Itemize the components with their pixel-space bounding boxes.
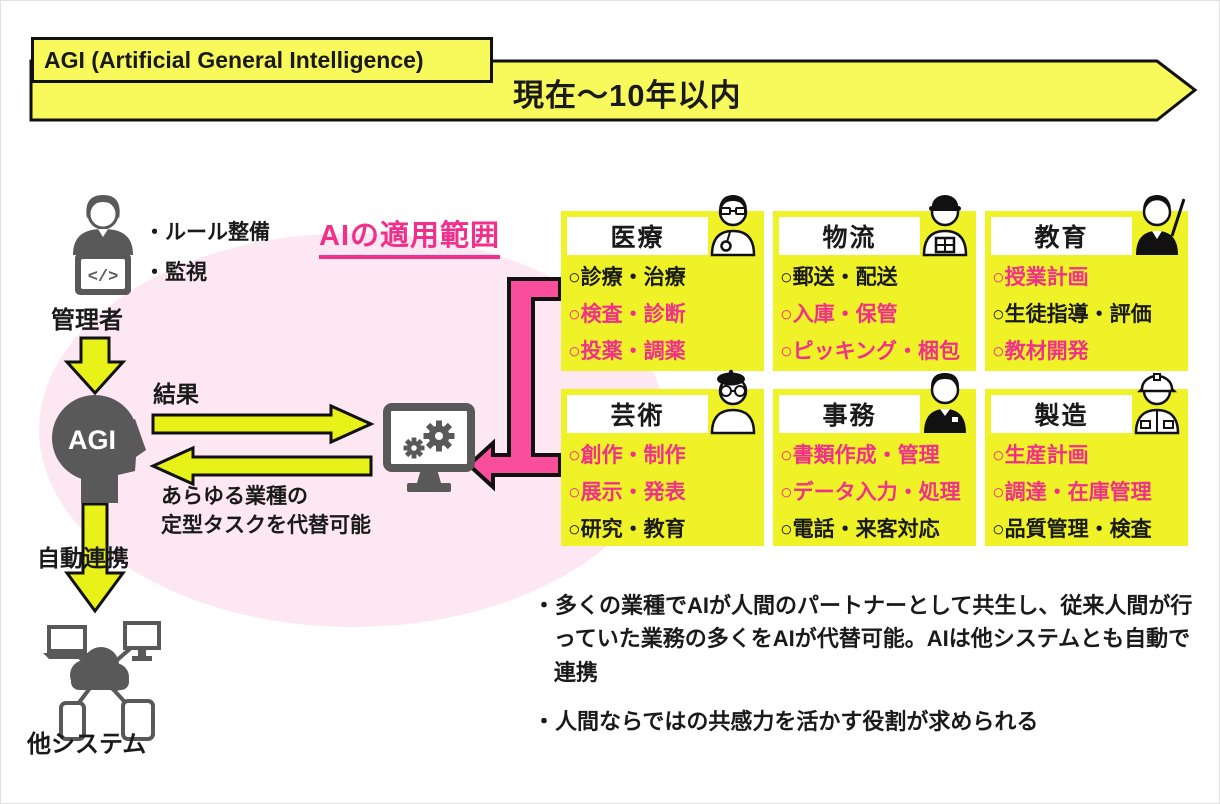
sector-item: ○研究・教育 <box>568 518 686 541</box>
sector-item: ○入庫・保管 <box>780 303 898 326</box>
sector-title: 物流 <box>822 224 877 252</box>
gear-icon <box>423 420 455 452</box>
sector-title: 事務 <box>822 402 877 430</box>
flow-caption: あらゆる業種の 定型タスクを代替可能 <box>161 485 371 537</box>
agi-title-label: AGI (Artificial General Intelligence) <box>44 46 424 73</box>
other-systems-label: 他システム <box>27 731 147 758</box>
gear-small-icon <box>403 437 425 459</box>
admin-laptop-icon: </> <box>73 195 133 295</box>
sector-header: 物流 <box>779 217 920 255</box>
agi-head-icon: AGI <box>52 395 146 503</box>
sector-item: ○電話・来客対応 <box>780 518 940 541</box>
down-arrow-icon <box>64 503 126 614</box>
admin-label: 管理者 <box>51 307 123 334</box>
sector-box-office: 事務 ○書類作成・管理 ○データ入力・処理 ○電話・来客対応 <box>773 373 976 548</box>
sector-title: 芸術 <box>610 402 665 430</box>
sector-header: 医療 <box>567 217 708 255</box>
sector-title: 製造 <box>1034 402 1089 430</box>
summary-note-1: ・多くの業種でAIが人間のパートナーとして共生し、従来人間が行っていた業務の多く… <box>533 593 1193 685</box>
admin-note-monitor: ・監視 <box>144 261 207 284</box>
sector-item: ○生産計画 <box>992 444 1089 467</box>
doctor-icon <box>710 195 756 257</box>
sector-items: ○郵送・配送 ○入庫・保管 ○ピッキング・梱包 <box>780 259 974 370</box>
sector-header: 教育 <box>991 217 1132 255</box>
agi-head-text: AGI <box>68 425 116 455</box>
timeline-banner-label: 現在～10年以内 <box>513 78 742 113</box>
sector-box-art: 芸術 ○創作・制作 ○展示・発表 ○研究・教育 <box>561 369 764 548</box>
sector-item: ○診療・治療 <box>568 266 686 289</box>
down-arrow-icon <box>63 336 127 396</box>
sector-box-education: 教育 ○授業計画 ○生徒指導・評価 ○教材開発 <box>985 195 1188 371</box>
summary-notes: ・多くの業種でAIが人間のパートナーとして共生し、従来人間が行っていた業務の多く… <box>533 589 1197 755</box>
pink-bracket-arrow-icon <box>467 277 562 492</box>
sector-header: 製造 <box>991 395 1132 433</box>
teacher-icon <box>1136 195 1185 255</box>
sector-items: ○創作・制作 ○展示・発表 ○研究・教育 <box>568 437 762 548</box>
agi-title-box: AGI (Artificial General Intelligence) <box>31 37 493 83</box>
sector-item: ○創作・制作 <box>568 444 686 467</box>
admin-note-rules: ・ルール整備 <box>144 221 270 244</box>
sector-item: ○展示・発表 <box>568 481 686 504</box>
sector-item: ○郵送・配送 <box>780 266 898 289</box>
sector-box-logistics: 物流 ○郵送・配送 ○入庫・保管 ○ピッキング・梱包 <box>773 195 976 371</box>
sector-items: ○診療・治療 ○検査・診断 ○投薬・調薬 <box>568 259 762 370</box>
sector-items: ○生産計画 ○調達・在庫管理 ○品質管理・検査 <box>992 437 1186 548</box>
sector-item: ○生徒指導・評価 <box>992 303 1152 326</box>
sector-header: 事務 <box>779 395 920 433</box>
sector-item: ○投薬・調薬 <box>568 340 686 363</box>
sector-item: ○調達・在庫管理 <box>992 481 1152 504</box>
summary-note-2: ・人間ならではの共感力を活かす役割が求められる <box>533 709 1039 735</box>
sector-item: ○ピッキング・梱包 <box>780 340 961 363</box>
sector-item: ○教材開発 <box>992 340 1089 363</box>
sector-header: 芸術 <box>567 395 708 433</box>
courier-icon <box>922 195 968 257</box>
factory-worker-icon <box>1134 373 1180 435</box>
sector-items: ○授業計画 ○生徒指導・評価 ○教材開発 <box>992 259 1186 370</box>
sector-title: 教育 <box>1034 224 1089 252</box>
sector-box-medical: 医療 ○診療・治療 ○検査・診断 ○投薬・調薬 <box>561 195 764 371</box>
computer-gears-icon <box>383 403 475 492</box>
sector-title: 医療 <box>610 224 665 252</box>
left-arrow-icon <box>149 445 373 487</box>
sector-item: ○品質管理・検査 <box>992 518 1152 541</box>
sector-item: ○データ入力・処理 <box>780 481 961 504</box>
result-label: 結果 <box>153 381 199 407</box>
sector-item: ○授業計画 <box>992 266 1089 289</box>
sector-box-manufacturing: 製造 ○生産計画 ○調達・在庫管理 ○品質管理・検査 <box>985 373 1188 548</box>
svg-text:</>: </> <box>88 268 119 287</box>
cloud-devices-icon <box>43 621 161 741</box>
admin-notes: ・ルール整備 ・監視 <box>144 213 270 293</box>
sector-items: ○書類作成・管理 ○データ入力・処理 ○電話・来客対応 <box>780 437 974 548</box>
office-worker-icon <box>924 373 966 433</box>
auto-link-label: 自動連携 <box>37 545 129 571</box>
sector-item: ○検査・診断 <box>568 303 686 326</box>
artist-icon <box>710 369 756 435</box>
sector-item: ○書類作成・管理 <box>780 444 940 467</box>
ai-scope-title: AIの適用範囲 <box>319 212 501 259</box>
right-arrow-icon <box>151 403 375 445</box>
